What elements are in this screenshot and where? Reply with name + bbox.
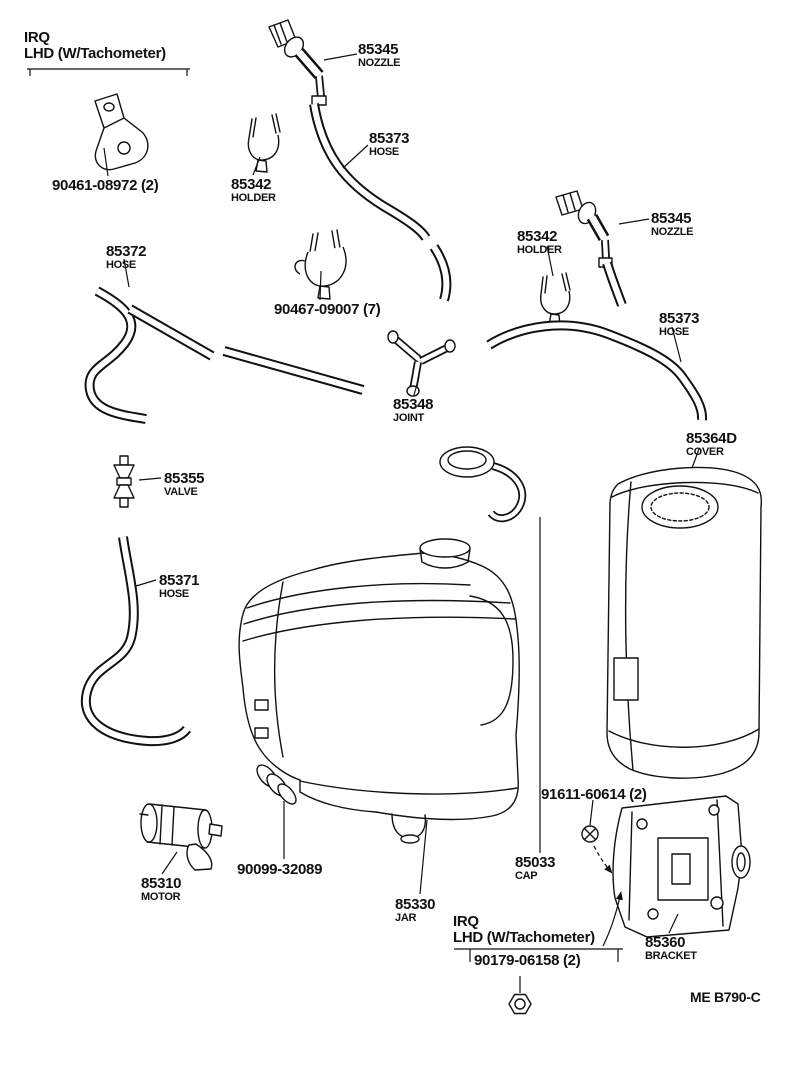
cap-85033-drawing — [439, 446, 527, 523]
note-top-line1: IRQ — [24, 29, 50, 46]
part-desc: HOSE — [159, 587, 189, 600]
part-desc: NOZZLE — [358, 56, 401, 69]
valve-85355-drawing — [113, 455, 135, 508]
part-desc: JOINT — [393, 411, 424, 424]
hose-85373-top-drawing — [309, 103, 452, 302]
hose-85373-right-drawing — [486, 261, 708, 421]
note-bottom: IRQ LHD (W/Tachometer) — [453, 914, 595, 946]
part-label-90467: 90467-09007 (7) — [274, 301, 381, 318]
cover-85364D-drawing — [606, 466, 763, 779]
note-bottom-underline — [454, 948, 623, 962]
note-top-underline — [27, 68, 190, 76]
holder-90467-drawing — [294, 229, 347, 300]
part-label-85360: 85360 BRACKET — [645, 935, 697, 962]
assembly-arrows — [593, 845, 623, 947]
part-label-85342-left: 85342 HOLDER — [231, 177, 276, 204]
motor-85310-drawing — [139, 803, 223, 871]
part-desc: HOLDER — [231, 191, 276, 204]
part-label-90099: 90099-32089 — [237, 862, 322, 878]
joint-85348-drawing — [387, 330, 456, 397]
part-number: 85373 — [369, 130, 410, 147]
part-label-85345-top: 85345 NOZZLE — [358, 41, 401, 69]
part-number: 85033 — [515, 854, 556, 871]
part-label-85373-right: 85373 HOSE — [659, 310, 700, 338]
part-desc: COVER — [686, 445, 724, 458]
hose-85372-drawing — [84, 286, 365, 424]
part-number: 85355 — [164, 470, 205, 487]
part-number: 85372 — [106, 243, 147, 260]
part-desc: NOZZLE — [651, 225, 694, 238]
part-label-91611: 91611-60614 (2) — [541, 787, 647, 803]
part-number: 85373 — [659, 310, 700, 327]
packing-90099-drawing — [256, 764, 297, 805]
hose-85371-drawing — [80, 536, 191, 747]
screw-91611-drawing — [581, 825, 599, 843]
leader-lines — [103, 53, 700, 993]
jar-85330-drawing — [238, 538, 520, 844]
part-desc: BRACKET — [645, 949, 697, 962]
note-bottom-line2: LHD (W/Tachometer) — [453, 928, 595, 946]
part-number: 85342 — [517, 228, 558, 245]
part-number: 90461-08972 (2) — [52, 177, 159, 194]
note-bottom-line1: IRQ — [453, 913, 479, 930]
part-label-85345-right: 85345 NOZZLE — [651, 210, 694, 238]
part-number: 90099-32089 — [237, 861, 323, 878]
part-number: 85345 — [651, 210, 692, 227]
part-number: 90467-09007 (7) — [274, 301, 381, 318]
part-label-85310: 85310 MOTOR — [141, 875, 182, 903]
part-desc: HOSE — [659, 325, 689, 338]
part-label-85330: 85330 JAR — [395, 896, 436, 924]
note-top-line2: LHD (W/Tachometer) — [24, 44, 166, 62]
part-number: 85348 — [393, 396, 434, 413]
nozzle-85345-top-icon — [268, 19, 327, 106]
diagram-code: ME B790-C — [690, 989, 761, 1005]
part-label-85371: 85371 HOSE — [159, 572, 200, 600]
part-number: 85364D — [686, 430, 737, 447]
part-label-90179: 90179-06158 (2) — [474, 952, 581, 969]
holder-85342-left-drawing — [247, 113, 281, 173]
part-desc: HOSE — [106, 258, 136, 271]
part-desc: HOLDER — [517, 243, 562, 256]
bracket-85360-drawing — [612, 795, 751, 938]
part-label-85364D: 85364D COVER — [686, 431, 737, 458]
part-number: 85345 — [358, 41, 399, 58]
part-label-85348: 85348 JOINT — [393, 396, 434, 424]
part-desc: VALVE — [164, 485, 198, 498]
part-label-85373-top: 85373 HOSE — [369, 130, 410, 158]
part-label-85342-right: 85342 HOLDER — [517, 229, 562, 256]
part-label-85033: 85033 CAP — [515, 854, 556, 882]
bracket-90461-drawing — [94, 93, 149, 171]
part-number: 85371 — [159, 572, 200, 589]
part-desc: MOTOR — [141, 890, 181, 903]
nozzle-85345-right-icon — [555, 190, 613, 268]
part-number: 85342 — [231, 176, 272, 193]
holder-85342-right-drawing — [540, 272, 571, 327]
part-desc: CAP — [515, 869, 538, 882]
part-label-85355: 85355 VALVE — [164, 470, 205, 498]
part-number: 85360 — [645, 934, 686, 951]
part-number: 85310 — [141, 875, 182, 892]
part-desc: JAR — [395, 911, 417, 924]
part-label-90461: 90461-08972 (2) — [52, 177, 159, 194]
note-top: IRQ LHD (W/Tachometer) — [24, 30, 166, 62]
part-number: 91611-60614 (2) — [541, 786, 647, 803]
part-number: 85330 — [395, 896, 436, 913]
part-desc: HOSE — [369, 145, 399, 158]
nut-90179-drawing — [508, 993, 532, 1015]
part-label-85372: 85372 HOSE — [106, 243, 147, 271]
